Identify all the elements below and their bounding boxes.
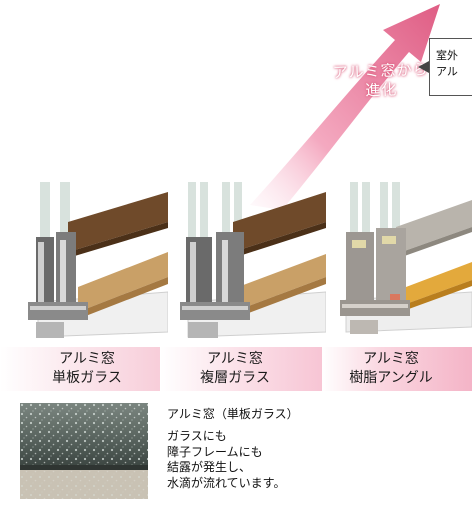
window-label-1-line1: アルミ窓: [59, 351, 115, 367]
callout-pointer: [418, 61, 429, 73]
evolution-arrow: [250, 4, 440, 210]
label-band-3: [322, 347, 472, 391]
window-label-3: アルミ窓 樹脂アングル: [329, 350, 453, 388]
window-label-1-line2: 単板ガラス: [52, 370, 122, 386]
caption-title: アルミ窓（単板ガラス）: [167, 407, 299, 421]
window-label-1: アルミ窓 単板ガラス: [27, 350, 147, 388]
callout-line2: アル: [436, 65, 458, 78]
caption-line-2: 障子フレームにも: [167, 444, 263, 459]
window-label-2-line1: アルミ窓: [207, 351, 263, 367]
callout-line1: 室外: [436, 49, 458, 62]
window-label-3-line2: 樹脂アングル: [349, 370, 433, 386]
callout-box: 室外 アル: [429, 38, 472, 96]
window-illustration-resin-angle: [340, 182, 472, 334]
window-illustration-single-glass: [28, 182, 168, 338]
caption-line-1: ガラスにも: [167, 429, 227, 443]
caption-line-4: 水滴が流れています。: [167, 475, 286, 490]
caption-block: アルミ窓（単板ガラス） ガラスにも 障子フレームにも 結露が発生し、 水滴が流れ…: [167, 406, 387, 491]
window-label-3-line1: アルミ窓: [363, 351, 419, 367]
arrow-caption-line2: 進化: [364, 80, 398, 100]
label-band-2: [160, 347, 340, 391]
caption-line-3: 結露が発生し、: [167, 460, 252, 474]
condensation-photo: [20, 403, 148, 499]
window-label-2-line2: 複層ガラス: [200, 370, 270, 386]
label-band-1: [0, 347, 175, 391]
window-label-2: アルミ窓 複層ガラス: [175, 350, 295, 388]
window-illustration-double-glass: [180, 182, 326, 338]
